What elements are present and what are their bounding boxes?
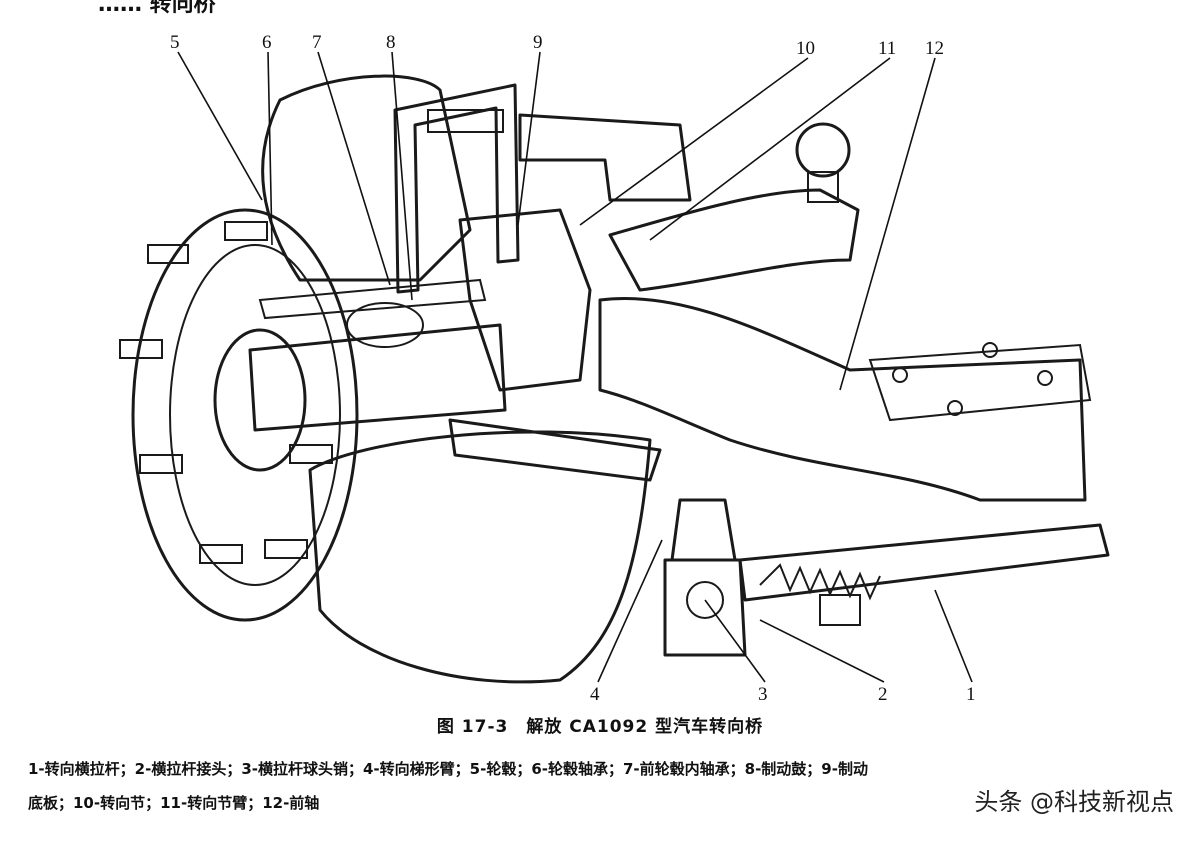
legend-line-1: 1-转向横拉杆；2-横拉杆接头；3-横拉杆球头销；4-转向梯形臂；5-轮毂；6-… xyxy=(28,760,868,778)
callout-10: 10 xyxy=(796,38,815,59)
callout-12: 12 xyxy=(925,38,944,59)
figure-caption: 图 17-3 解放 CA1092 型汽车转向桥 xyxy=(436,717,764,737)
callout-9: 9 xyxy=(533,32,543,53)
brake-drum xyxy=(261,74,662,684)
watermark: 头条 @科技新视点 xyxy=(974,788,1174,816)
tie-rod xyxy=(738,523,1110,626)
wheel-studs xyxy=(119,221,333,564)
callout-4: 4 xyxy=(590,684,600,705)
steering-knuckle xyxy=(458,113,692,392)
callout-7: 7 xyxy=(312,32,322,53)
callout-6: 6 xyxy=(262,32,272,53)
parts-legend: 1-转向横拉杆；2-横拉杆接头；3-横拉杆球头销；4-转向梯形臂；5-轮毂；6-… xyxy=(28,752,1178,820)
callout-3: 3 xyxy=(758,684,768,705)
brake-backing-plate xyxy=(393,83,520,294)
callout-5: 5 xyxy=(170,32,180,53)
legend-line-2: 底板；10-转向节；11-转向节臂；12-前轴 xyxy=(28,794,320,812)
callout-labels: 5 6 7 8 9 10 11 12 4 3 2 1 xyxy=(170,32,976,705)
front-axle-beam xyxy=(598,296,1092,502)
cropped-top-text: …… 转向桥 xyxy=(98,0,216,17)
callout-11: 11 xyxy=(878,38,896,59)
callout-1: 1 xyxy=(966,684,976,705)
wheel-hub xyxy=(131,208,507,622)
leader-lines xyxy=(177,51,973,683)
tie-rod-ball-joint xyxy=(663,498,747,657)
callout-8: 8 xyxy=(386,32,396,53)
steering-knuckle-arm xyxy=(608,122,860,292)
callout-2: 2 xyxy=(878,684,888,705)
